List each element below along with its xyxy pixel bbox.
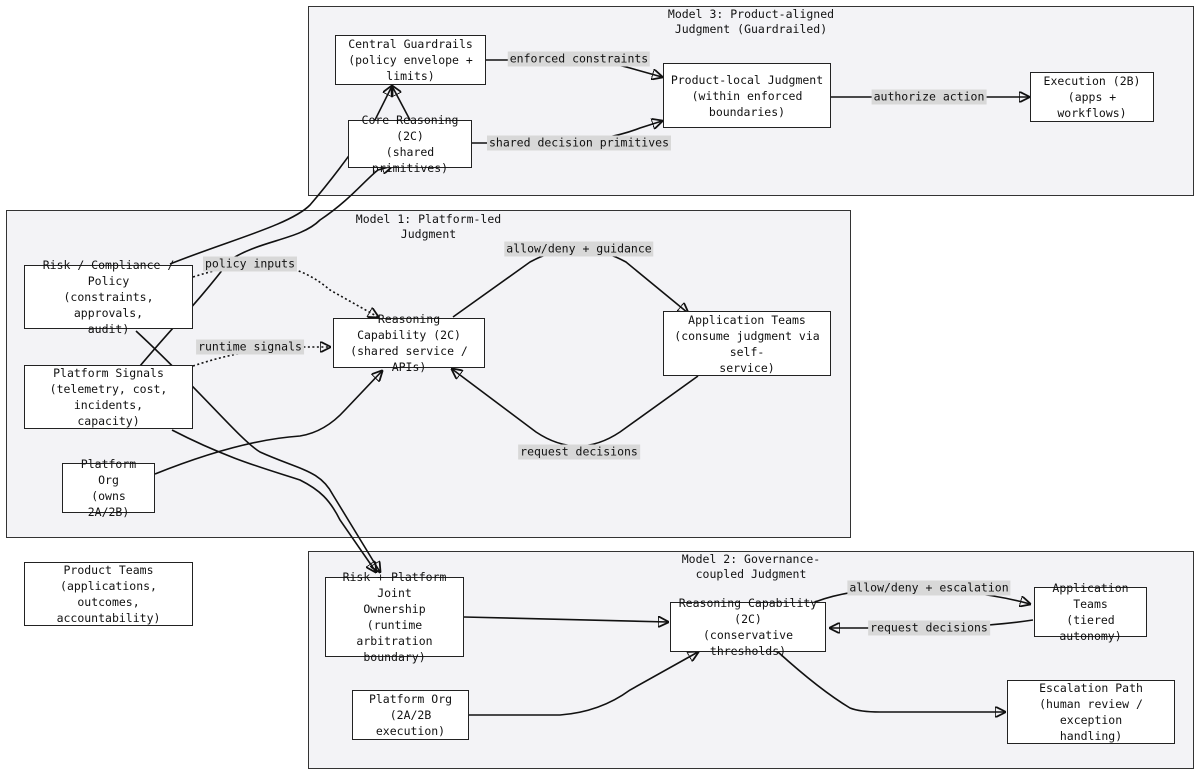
- edge-label-shared-decision-primitives: shared decision primitives: [486, 135, 672, 151]
- platform-org-m2-node: Platform Org (2A/2B execution): [352, 690, 469, 740]
- product-local-judgment-node: Product-local Judgment (within enforced …: [663, 63, 831, 128]
- central-guardrails-node: Central Guardrails (policy envelope + li…: [335, 35, 486, 85]
- model-3-title: Model 3: Product-aligned Judgment (Guard…: [667, 7, 835, 36]
- edge-label-request-decisions-m1: request decisions: [518, 444, 640, 460]
- platform-org-m1-node: Platform Org (owns 2A/2B): [62, 457, 155, 519]
- product-teams-node: Product Teams (applications, outcomes, a…: [24, 562, 193, 626]
- edge-label-request-decisions-m2: request decisions: [868, 620, 990, 636]
- edge-label-allow-deny-escalation: allow/deny + escalation: [847, 580, 1011, 596]
- edge-platformorg-to-reasoning: [154, 371, 382, 475]
- application-teams-m2-node: Application Teams (tiered autonomy): [1034, 581, 1147, 643]
- edge-label-runtime-signals: runtime signals: [196, 339, 304, 355]
- edge-appteams-to-reasoning: [452, 369, 699, 447]
- edge-label-allow-deny-guidance: allow/deny + guidance: [504, 241, 654, 257]
- reasoning-capability-m1-node: Reasoning Capability (2C) (shared servic…: [333, 312, 485, 374]
- edge-core-to-guardrails: [392, 86, 411, 121]
- joint-ownership-node: Risk + Platform Joint Ownership (runtime…: [325, 570, 464, 664]
- escalation-path-node: Escalation Path (human review / exceptio…: [1007, 680, 1175, 744]
- model-2-title: Model 2: Governance- coupled Judgment: [681, 552, 821, 581]
- reasoning-capability-m2-node: Reasoning Capability (2C) (conservative …: [670, 596, 826, 658]
- model-1-title: Model 1: Platform-led Judgment: [355, 212, 502, 241]
- risk-compliance-policy-node: Risk / Compliance / Policy (constraints,…: [24, 258, 193, 336]
- edge-reasoning-to-escalation: [777, 651, 1005, 712]
- application-teams-m1-node: Application Teams (consume judgment via …: [663, 311, 831, 376]
- edge-joint-to-reasoning-m2: [463, 617, 668, 622]
- platform-signals-node: Platform Signals (telemetry, cost, incid…: [24, 365, 193, 429]
- execution-2b-node: Execution (2B) (apps + workflows): [1030, 72, 1154, 122]
- edge-label-policy-inputs: policy inputs: [202, 256, 298, 272]
- edge-platformorg-to-reasoning-m2: [469, 652, 698, 716]
- edge-reasoning-to-appteams: [452, 248, 688, 318]
- edge-label-authorize-action: authorize action: [871, 89, 987, 105]
- edge-label-enforced-constraints: enforced constraints: [507, 51, 651, 67]
- edge-signals-to-joint: [171, 429, 376, 572]
- core-reasoning-node: Core Reasoning (2C) (shared primitives): [348, 113, 472, 175]
